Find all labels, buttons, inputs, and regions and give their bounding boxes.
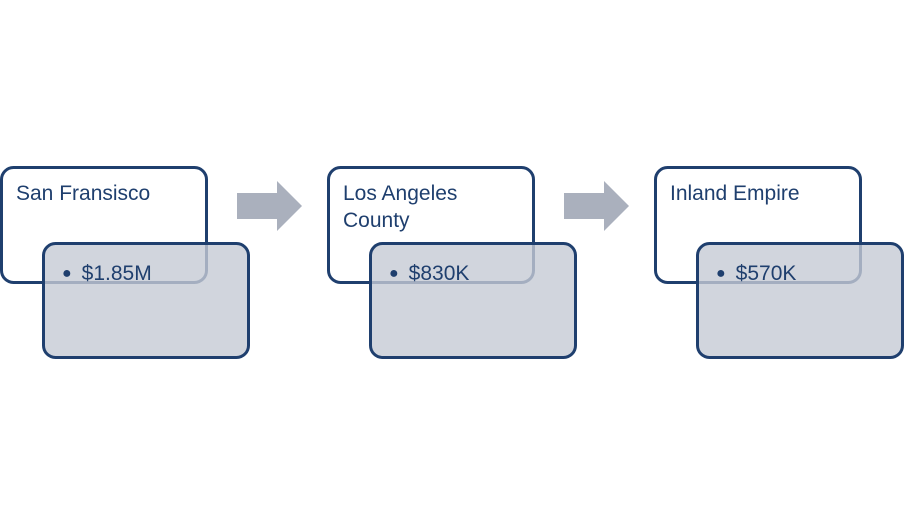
step-2-title: Los Angeles County	[343, 182, 458, 232]
step-2-value: $830K	[408, 262, 470, 285]
step-2	[327, 166, 577, 359]
step-3-detail-box	[696, 242, 904, 359]
step-3-title: Inland Empire	[670, 182, 800, 205]
step-2-detail-box	[369, 242, 577, 359]
step-1-bullet: ● $1.85M	[62, 260, 152, 287]
step-1-detail-box	[42, 242, 250, 359]
bullet-dot-icon: ●	[716, 265, 726, 282]
arrow-2-icon	[564, 181, 629, 231]
step-1-value: $1.85M	[81, 262, 152, 285]
bullet-dot-icon: ●	[62, 265, 72, 282]
step-1	[0, 166, 250, 359]
step-3-value: $570K	[735, 262, 797, 285]
step-2-bullet: ● $830K	[389, 260, 469, 287]
step-1-title: San Fransisco	[16, 182, 151, 205]
step-3-bullet: ● $570K	[716, 260, 796, 287]
bullet-dot-icon: ●	[389, 265, 399, 282]
step-3	[654, 166, 904, 359]
arrow-1-icon	[237, 181, 302, 231]
